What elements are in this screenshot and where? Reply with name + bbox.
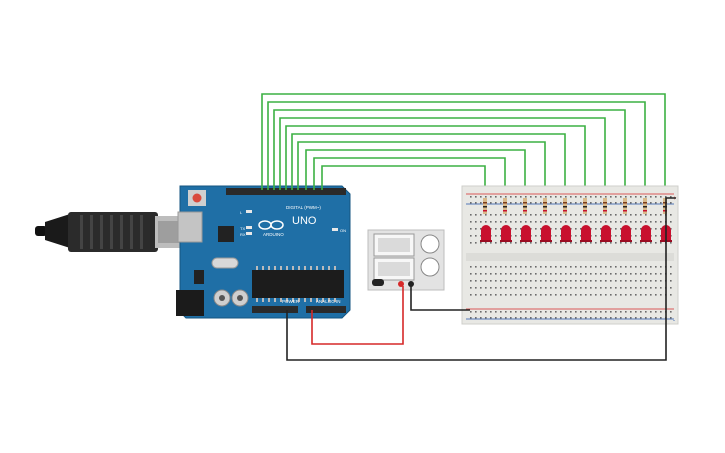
resistor-band	[503, 210, 507, 212]
resistor-band	[603, 202, 607, 204]
digital-header-label: DIGITAL (PWM~)	[286, 205, 321, 210]
logo-text: ARDUINO	[263, 232, 284, 237]
resistor-band	[603, 210, 607, 212]
resistor-band	[663, 210, 667, 212]
resistor-band	[643, 206, 647, 208]
led-base	[480, 240, 492, 242]
led[interactable]	[521, 225, 531, 240]
led-base	[500, 240, 512, 242]
black-wires	[286, 197, 676, 361]
red-wire	[311, 286, 404, 345]
usb-cable	[35, 212, 185, 252]
analog-label: ANALOG IN	[316, 299, 341, 304]
resistor-band	[583, 210, 587, 212]
resistor-band	[523, 202, 527, 204]
minus-rail-label: -	[673, 318, 675, 324]
led-base	[580, 240, 592, 242]
led-base	[640, 240, 652, 242]
led[interactable]	[601, 225, 611, 240]
led-base	[620, 240, 632, 242]
resistor-band	[643, 202, 647, 204]
led[interactable]	[581, 225, 591, 240]
led[interactable]	[501, 225, 511, 240]
led-base	[600, 240, 612, 242]
power-label: POWER	[282, 299, 300, 304]
microcontroller-chip	[252, 270, 344, 298]
led-base	[540, 240, 552, 242]
led-base	[520, 240, 532, 242]
led[interactable]	[621, 225, 631, 240]
resistor-band	[543, 206, 547, 208]
resistor-band	[523, 206, 527, 208]
resistor-band	[583, 206, 587, 208]
power-header[interactable]	[252, 306, 298, 313]
resistor-band	[563, 210, 567, 212]
resistor-band	[543, 202, 547, 204]
green-wires	[261, 93, 666, 200]
arduino-board[interactable]: UNO ARDUINO DIGITAL (PWM~) POWER ANALOG …	[176, 185, 351, 319]
resistor-band	[623, 206, 627, 208]
l-led-label: L	[240, 210, 243, 215]
resistor-band	[623, 210, 627, 212]
resistor-band	[583, 202, 587, 204]
resistor-band	[643, 210, 647, 212]
led[interactable]	[641, 225, 651, 240]
resistor-band	[503, 206, 507, 208]
led-array	[480, 198, 672, 242]
resistor-band	[483, 206, 487, 208]
tx-led-label: TX	[240, 226, 245, 231]
on-led-label: ON	[340, 228, 346, 233]
knob-icon[interactable]	[420, 257, 440, 277]
resistor-band	[603, 206, 607, 208]
resistor-band	[663, 206, 667, 208]
knob-icon[interactable]	[420, 234, 440, 254]
rx-led-label: RX	[240, 232, 246, 237]
led[interactable]	[481, 225, 491, 240]
resistor-band	[503, 202, 507, 204]
power-jack	[176, 290, 204, 316]
digital-header[interactable]	[226, 188, 346, 195]
resistor-band	[543, 210, 547, 212]
led-base	[560, 240, 572, 242]
resistor-band	[563, 202, 567, 204]
resistor-band	[563, 206, 567, 208]
plus-rail-label: +	[673, 196, 677, 202]
resistor-band	[483, 202, 487, 204]
resistor-band	[483, 210, 487, 212]
analog-header[interactable]	[306, 306, 346, 313]
resistor-band	[523, 210, 527, 212]
potentiometer-module[interactable]	[367, 229, 445, 291]
arduino-logo-icon	[258, 220, 284, 230]
resistor-band	[623, 202, 627, 204]
resistor-band	[663, 202, 667, 204]
led[interactable]	[561, 225, 571, 240]
breadboard[interactable]: + -	[461, 185, 679, 325]
board-brand-text: UNO	[292, 215, 317, 227]
led[interactable]	[541, 225, 551, 240]
